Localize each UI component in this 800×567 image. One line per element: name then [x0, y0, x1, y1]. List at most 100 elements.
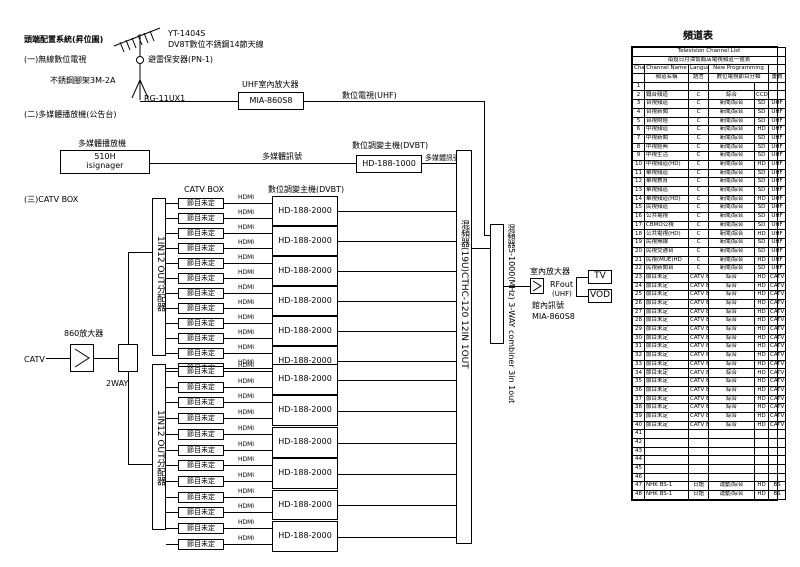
channel-name: 節目未定 — [644, 298, 689, 309]
channel-name: 民視(MUE)HD — [644, 255, 689, 266]
program-slot: 節目未定 — [178, 348, 224, 359]
modulator-box: HD-188-2000 — [272, 458, 338, 489]
channel-number: 19 — [632, 238, 645, 248]
hdmi-label: HDMI — [238, 284, 255, 291]
channel-category: 綜合 — [708, 325, 755, 335]
channel-category: 新聞/綜合 — [708, 194, 755, 205]
channel-name: 節目未定 — [644, 316, 689, 326]
channel-band: CATV — [767, 298, 787, 309]
amp-out-line — [94, 358, 118, 359]
channel-quality: SD — [754, 151, 769, 161]
channel-quality: HD — [754, 159, 769, 170]
channel-category: 運動/綜合 — [708, 490, 755, 500]
combiner-3way — [490, 224, 504, 344]
hdmi-line — [224, 248, 272, 249]
channel-language: CATV BOX — [688, 403, 709, 413]
splitter-to-slot-line — [166, 248, 178, 249]
antenna-protector: 避雷保安器(PN-1) — [148, 55, 214, 64]
channel-band: CATV — [767, 403, 787, 413]
uhf-amp-model: MIA-860S8 — [249, 95, 293, 105]
channel-language: CATV BOX — [688, 307, 709, 318]
splitter-to-slot-line — [166, 218, 178, 219]
splitter-to-slot-line — [166, 387, 178, 388]
program-slot: 節目未定 — [178, 445, 224, 456]
out-vod-line — [576, 296, 588, 297]
splitter-to-slot-line — [166, 338, 178, 339]
channel-category: 綜合 — [708, 298, 755, 309]
program-slot: 節目未定 — [178, 382, 224, 393]
channel-language — [688, 472, 709, 483]
modulator-dvbt-label: 數位調變主機(DVBT) — [352, 141, 429, 150]
channel-number: 12 — [632, 177, 645, 187]
channel-category: 新聞/綜合 — [708, 99, 755, 109]
program-slot: 節目未定 — [178, 228, 224, 239]
channel-band: UHF — [767, 246, 787, 257]
head-cn: 數位電視節目分類 — [708, 73, 769, 83]
splitter-to-slot-line — [166, 497, 178, 498]
channel-quality: SD — [754, 107, 769, 118]
channel-name: 華視頻道(HD) — [644, 194, 689, 205]
channel-quality: HD — [754, 411, 769, 422]
hdmi-label: HDMI — [238, 488, 255, 495]
channel-band — [767, 455, 787, 465]
head-en: Language — [688, 64, 709, 75]
channel-name: 節目未定 — [644, 351, 689, 361]
channel-name: 節目未定 — [644, 325, 689, 335]
splitter-to-slot-line — [166, 263, 178, 264]
combiner12-out — [472, 248, 490, 249]
hdmi-line — [224, 278, 272, 279]
hdmi-label: HDMI — [238, 224, 255, 231]
channel-band: CATV — [767, 411, 787, 422]
channel-number: 26 — [632, 298, 645, 309]
channel-band: BS — [767, 490, 787, 500]
channel-name: 中視頻道(HD) — [644, 159, 689, 170]
channel-number: 9 — [632, 151, 645, 161]
channel-band: CATV — [767, 359, 787, 370]
channel-name: 民視交通台 — [644, 246, 689, 257]
head-en — [767, 64, 787, 75]
antenna-icon — [113, 27, 161, 100]
channel-name: 鐵台頻道 — [644, 90, 689, 101]
twoway-down — [128, 372, 129, 464]
combiner-12in-label: 混頻器(19U)CTHC-120 12IN 1OUT — [459, 220, 469, 369]
hdmi-label: HDMI — [238, 393, 255, 400]
channel-language: C — [688, 90, 709, 101]
section-catv: (三)CATV BOX — [24, 195, 79, 204]
head-cn: 語言 — [688, 73, 709, 83]
channel-quality: HD — [754, 255, 769, 266]
channel-number: 16 — [632, 212, 645, 222]
channel-name: 中視經典 — [644, 142, 689, 153]
out-tv-line — [576, 277, 588, 278]
splitter-to-slot-line — [166, 544, 178, 545]
hdmi-line — [224, 323, 272, 324]
channel-band: CATV — [767, 290, 787, 300]
channel-number: 42 — [632, 437, 645, 448]
channel-language — [688, 446, 709, 457]
modulator-to-combiner-line — [338, 474, 456, 475]
splitter-to-slot-line — [166, 402, 178, 403]
player-title: 多媒體播放機 — [78, 139, 126, 148]
channel-number: 36 — [632, 385, 645, 396]
channel-language: CATV BOX — [688, 394, 709, 405]
hdmi-label: HDMI — [238, 269, 255, 276]
legend-row: 44 — [632, 455, 787, 465]
player-box: 510H isignager — [60, 150, 150, 174]
channel-quality: HD — [754, 403, 769, 413]
channel-language: CATV BOX — [688, 281, 709, 292]
channel-number: 34 — [632, 368, 645, 379]
modulator-to-combiner-line — [338, 361, 456, 362]
channel-category: 綜合 — [708, 377, 755, 387]
channel-number: 31 — [632, 342, 645, 353]
channel-language: CATV BOX — [688, 272, 709, 283]
channel-name — [644, 446, 689, 457]
uhf-amp-box: MIA-860S8 — [238, 92, 304, 110]
channel-number: 41 — [632, 429, 645, 439]
channel-category: 綜合 — [708, 333, 755, 344]
channel-language: C — [688, 168, 709, 179]
